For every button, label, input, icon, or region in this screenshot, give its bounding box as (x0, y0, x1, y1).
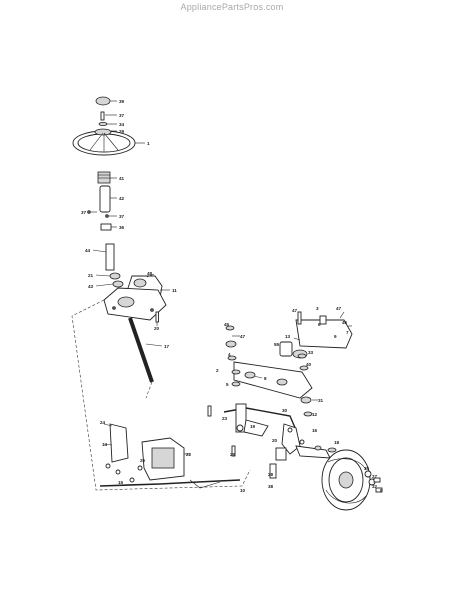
steering-clamp[interactable] (100, 223, 117, 231)
label-19: 19 (250, 424, 256, 429)
label-32: 32 (372, 484, 378, 489)
bottom-bolts[interactable] (207, 405, 236, 457)
steering-shaft-long[interactable] (128, 317, 163, 383)
label-11: 11 (172, 288, 177, 293)
axle-hardware-left[interactable] (225, 325, 241, 387)
steering-wheel[interactable] (72, 128, 145, 156)
steering-cap[interactable] (95, 96, 117, 106)
tie-rod[interactable] (223, 403, 297, 437)
label-17: 17 (164, 344, 170, 349)
label-55: 55 (274, 342, 280, 347)
label-46: 46 (342, 320, 348, 325)
label-6: 6 (318, 322, 321, 327)
steering-bushing[interactable] (99, 185, 117, 213)
label-37c: 37 (119, 214, 125, 219)
label-20b: 20 (272, 438, 278, 443)
front-wheel[interactable] (321, 449, 371, 511)
label-3: 3 (316, 306, 319, 311)
label-25: 25 (230, 452, 236, 457)
label-36: 36 (119, 225, 125, 230)
label-14: 14 (102, 442, 108, 447)
label-26: 26 (140, 458, 146, 463)
axle-hardware-right[interactable] (297, 353, 313, 417)
steering-arm-left[interactable] (103, 423, 129, 463)
label-21: 21 (88, 273, 94, 278)
steering-shaft-upper[interactable] (92, 243, 115, 271)
label-7: 7 (346, 330, 349, 335)
label-47c: 47 (336, 306, 342, 311)
label-23: 23 (222, 416, 228, 421)
spindle-washers[interactable] (287, 427, 337, 453)
label-22: 22 (186, 452, 192, 457)
label-41: 41 (119, 176, 125, 181)
label-33: 33 (308, 350, 314, 355)
label-28: 28 (268, 472, 274, 477)
label-12: 12 (312, 412, 318, 417)
steering-adapter[interactable] (97, 171, 117, 184)
label-2: 2 (216, 368, 219, 373)
label-37: 37 (119, 113, 125, 118)
label-39: 39 (119, 99, 125, 104)
label-8b: 8 (380, 488, 383, 493)
label-13: 13 (285, 334, 291, 339)
part-labels: 39 37 34 29 1 41 42 37 37 36 44 21 43 48… (81, 99, 383, 493)
label-18: 18 (334, 440, 340, 445)
pivot-bracket[interactable] (141, 437, 190, 481)
hardware-lower-left[interactable] (105, 463, 143, 483)
label-10: 10 (240, 488, 246, 493)
label-47: 47 (240, 334, 246, 339)
label-16: 16 (312, 428, 318, 433)
spindle-assembly[interactable] (269, 423, 331, 479)
axle-bracket-top[interactable] (295, 311, 353, 349)
steering-bolt-lower[interactable] (155, 311, 159, 326)
steering-gear-sector[interactable] (95, 272, 124, 288)
wheel-hardware[interactable] (364, 470, 383, 493)
label-31: 31 (318, 398, 324, 403)
label-42: 42 (119, 196, 125, 201)
label-43: 43 (88, 284, 94, 289)
label-4: 4 (228, 352, 231, 357)
steering-washer[interactable] (98, 122, 117, 127)
front-axle-beam[interactable] (233, 361, 313, 399)
label-9: 9 (334, 334, 337, 339)
label-34: 34 (119, 122, 125, 127)
label-8: 8 (264, 376, 267, 381)
label-1: 1 (147, 141, 150, 146)
assembly-envelope (71, 299, 251, 491)
label-45: 45 (224, 322, 230, 327)
label-30: 30 (282, 408, 288, 413)
steering-support-plate[interactable] (103, 287, 167, 321)
label-47b: 47 (292, 308, 298, 313)
label-15: 15 (118, 480, 124, 485)
steering-bolt[interactable] (100, 111, 117, 121)
label-20: 20 (154, 326, 160, 331)
watermark-text: AppliancePartsPros.com (180, 2, 284, 12)
label-29: 29 (119, 129, 125, 134)
label-35: 35 (364, 466, 370, 471)
label-24: 24 (100, 420, 106, 425)
label-38: 38 (268, 484, 274, 489)
drag-link-rod[interactable] (99, 479, 241, 489)
label-27: 27 (372, 474, 378, 479)
label-40: 40 (306, 362, 312, 367)
label-48: 48 (147, 271, 153, 276)
label-37b: 37 (81, 210, 87, 215)
label-5: 5 (226, 382, 229, 387)
label-44: 44 (85, 248, 91, 253)
steering-roll-pin[interactable] (87, 210, 118, 218)
